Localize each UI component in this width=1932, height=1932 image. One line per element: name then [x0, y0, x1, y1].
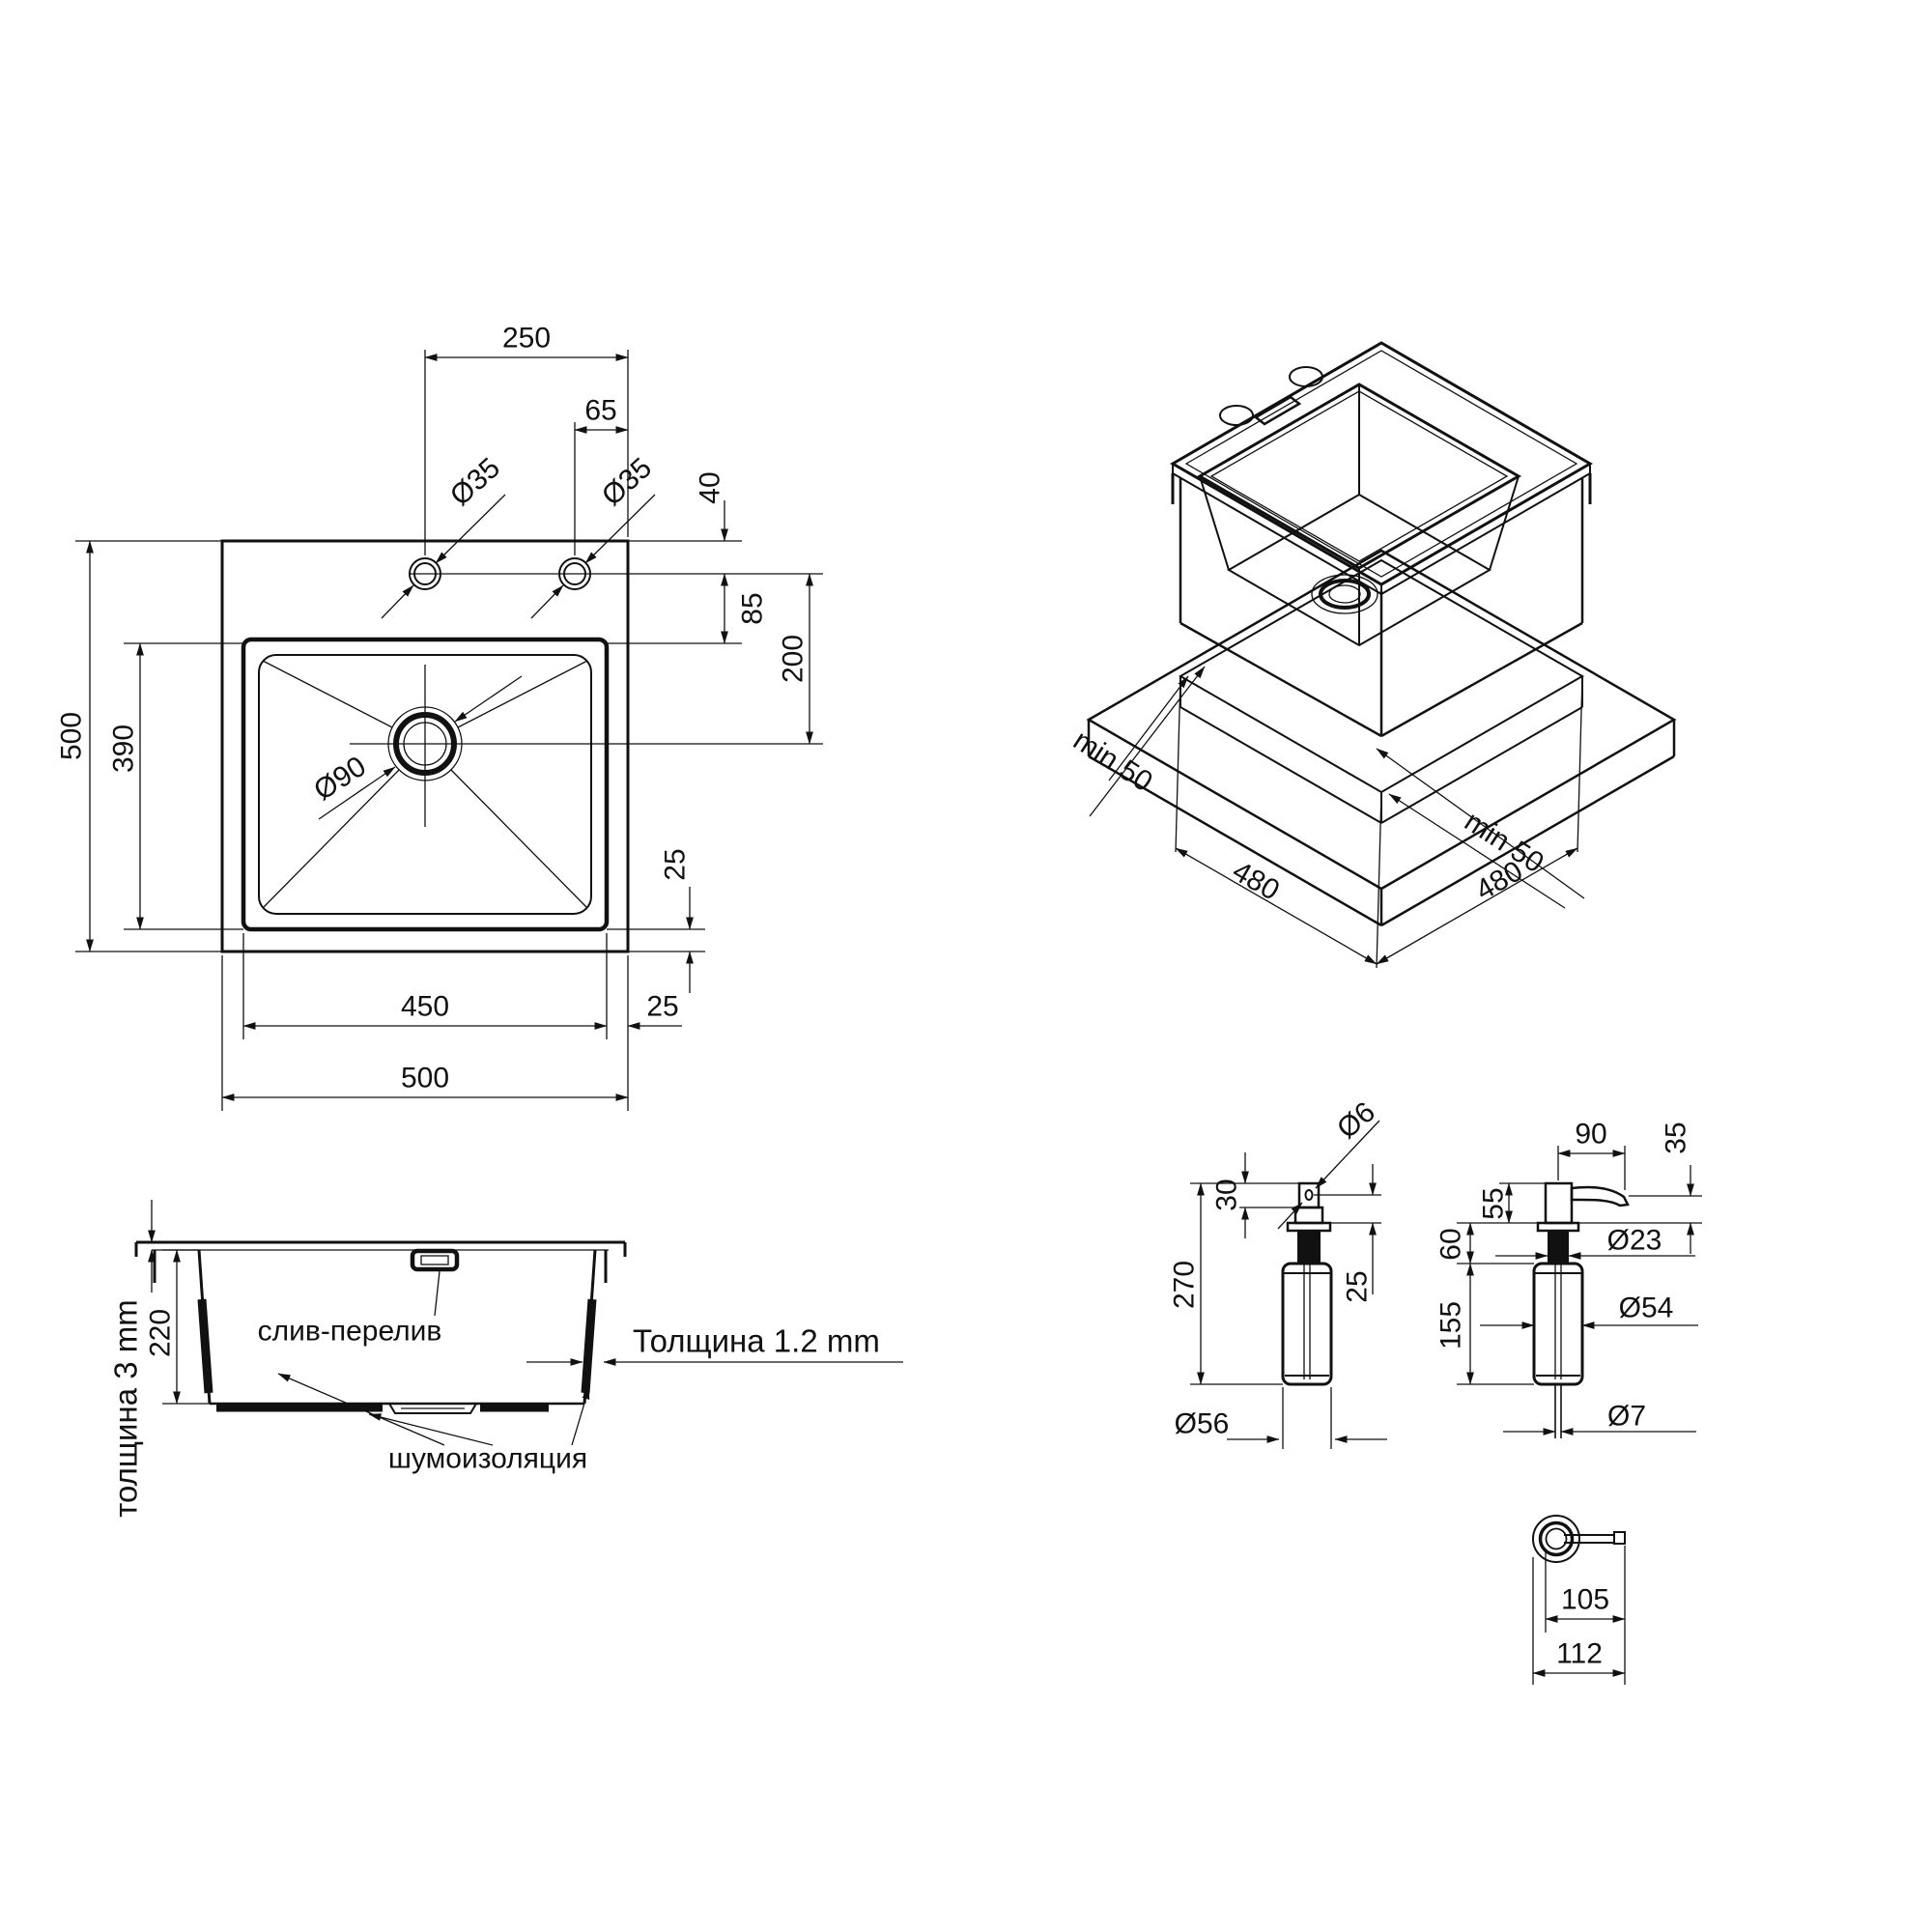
- dim-holes-to-drain: 200: [778, 635, 810, 683]
- dim-edge-to-holes: 40: [695, 471, 726, 503]
- bottle-front: [1532, 1262, 1584, 1386]
- dim-holes-to-bowl: 85: [737, 592, 769, 624]
- dim-bottle-height: 155: [1435, 1301, 1467, 1350]
- dim-head-height-side: 30: [1211, 1179, 1243, 1210]
- dim-nozzle-hole-diameter: Ø6: [1331, 1095, 1381, 1145]
- plan-view: Ø35 Ø35 Ø90 250 65 40 85 200 25: [56, 323, 823, 1111]
- bowl-inner: [258, 654, 592, 915]
- dim-hole1-to-edge: 250: [502, 323, 551, 355]
- dim-spout-drop: 35: [1661, 1122, 1692, 1153]
- mount-flange-front: [1536, 1221, 1580, 1233]
- dispenser-side-view: Ø6 30 270 25 Ø56: [1169, 1095, 1387, 1449]
- dispenser-front-view: 90 35 55 60 155 Ø23 Ø54 Ø7: [1435, 1119, 1702, 1438]
- dim-bowl-depth: 220: [145, 1309, 177, 1357]
- spout: [1570, 1185, 1630, 1208]
- overflow-slot: [410, 1248, 460, 1272]
- dim-bowl-to-edge-bottom: 25: [660, 848, 692, 880]
- dim-neck-height: 60: [1435, 1228, 1467, 1260]
- label-overflow: слив-перелив: [258, 1316, 442, 1348]
- dim-bowl-width: 450: [401, 991, 449, 1023]
- dim-clearance-left: min 50: [1067, 724, 1157, 799]
- dim-cutout-left: 480: [1227, 855, 1285, 907]
- dim-overall-height: 500: [56, 712, 88, 760]
- dim-neck-diameter: Ø23: [1607, 1225, 1662, 1257]
- drain-recess: [388, 1403, 477, 1414]
- label-sound-insulation: шумоизоляция: [388, 1443, 587, 1475]
- label-wall-thickness: Толщина 1.2 mm: [633, 1323, 880, 1359]
- dim-head-height-front: 55: [1478, 1187, 1510, 1219]
- dim-overall-width: 500: [401, 1063, 449, 1094]
- threaded-neck-front: [1548, 1231, 1569, 1264]
- nozzle-hole: [1304, 1189, 1314, 1201]
- bowl-outer: [241, 637, 610, 932]
- dim-tube-diameter: Ø7: [1607, 1401, 1646, 1433]
- hole2-diameter-label: Ø35: [596, 452, 658, 512]
- drain-diameter-label: Ø90: [308, 751, 372, 808]
- dim-reach-outer: 112: [1556, 1638, 1603, 1670]
- spout-tip-top: [1613, 1531, 1626, 1545]
- threaded-neck: [1297, 1231, 1321, 1264]
- dim-hole2-to-edge: 65: [584, 395, 616, 427]
- dim-spout-reach: 90: [1575, 1119, 1606, 1151]
- drain-hole: [350, 665, 823, 827]
- bottle: [1281, 1262, 1333, 1386]
- iso-view: min 50 min 50 480 480: [1067, 341, 1677, 969]
- dim-nozzle-to-flange: 25: [1342, 1270, 1374, 1302]
- drain-hole-iso: [1311, 574, 1378, 614]
- overflow-slot-iso: [1253, 395, 1302, 426]
- label-rim-thickness: толщина 3 mm: [108, 1299, 144, 1517]
- mount-flange: [1286, 1221, 1332, 1233]
- dispenser-top-view: 105 112: [1532, 1515, 1626, 1685]
- dim-bowl-depth-plan: 390: [108, 724, 140, 773]
- pump-head: [1544, 1181, 1574, 1225]
- dim-bowl-to-edge-right: 25: [646, 991, 678, 1023]
- faucet-hole-1-iso: [1219, 405, 1254, 426]
- pump-head-lower: [1293, 1206, 1324, 1225]
- dim-bottle-diameter-side: Ø56: [1175, 1408, 1230, 1440]
- dispenser-top-outer: [1532, 1515, 1580, 1563]
- dim-reach-inner: 105: [1561, 1584, 1609, 1616]
- dim-bottle-diameter-front: Ø54: [1619, 1293, 1674, 1324]
- section-view: слив-перелив Толщина 1.2 mm 220 толщина …: [108, 1200, 903, 1518]
- faucet-hole-2-iso: [1289, 366, 1323, 387]
- insulation-pad-right: [581, 1298, 597, 1394]
- insulation-pad-left: [197, 1298, 213, 1394]
- dim-total-height: 270: [1169, 1261, 1201, 1309]
